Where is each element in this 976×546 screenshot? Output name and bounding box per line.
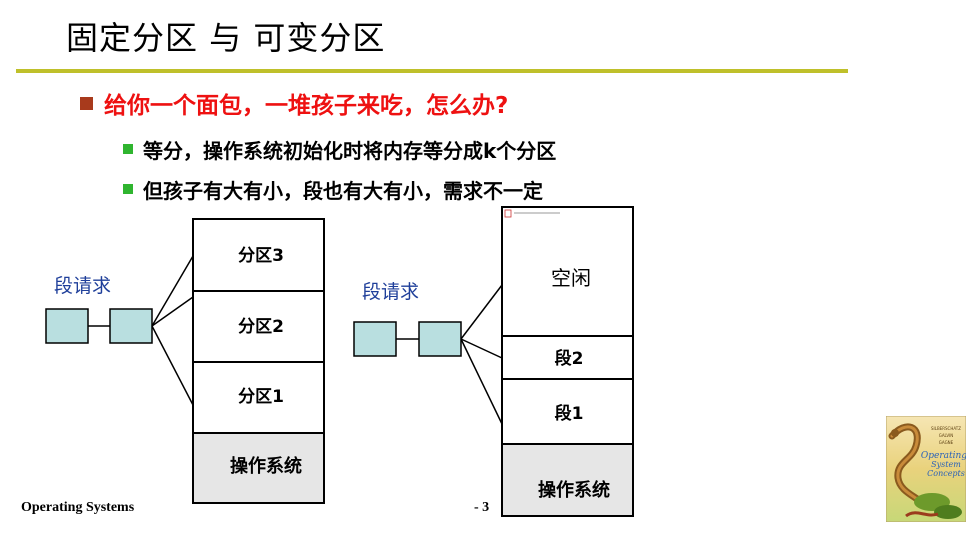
variable-fan-line (461, 339, 502, 358)
variable-segment-1-label: 段1 (555, 403, 584, 424)
variable-segment-2-label: 段2 (555, 348, 584, 369)
variable-request-label: 段请求 (362, 281, 419, 303)
variable-request-box-2 (419, 322, 461, 356)
book-title-3: Concepts (927, 469, 965, 478)
fixed-fan-line (152, 326, 193, 405)
fixed-partition-3-label: 分区3 (238, 246, 284, 266)
fixed-request-box-2 (110, 309, 152, 343)
variable-partition-diagram: 段请求 空闲 段2 段1 操作系统 (354, 207, 633, 516)
book-author-2: GALVIN (939, 433, 954, 438)
variable-fan-line (461, 285, 502, 339)
fixed-os-label: 操作系统 (230, 455, 302, 477)
book-title-2: System (931, 460, 961, 469)
footer-page-number: - 3 (474, 500, 489, 516)
fixed-request-label: 段请求 (54, 275, 111, 297)
fixed-partition-1-label: 分区1 (238, 387, 284, 407)
variable-os-label: 操作系统 (538, 479, 610, 501)
broken-image-icon (505, 210, 511, 217)
fixed-request-box-1 (46, 309, 88, 343)
variable-fan-line (461, 339, 502, 424)
footer-course: Operating Systems (21, 500, 134, 516)
fixed-fan-line (152, 297, 193, 326)
book-author-1: SILBERSCHATZ (931, 426, 961, 431)
variable-free-label: 空闲 (551, 266, 591, 290)
fixed-partition-diagram: 段请求 分区3 分区2 分区1 操作系统 (46, 219, 324, 503)
fixed-fan-line (152, 256, 193, 326)
variable-request-box-1 (354, 322, 396, 356)
book-cover-image: SILBERSCHATZ GALVIN GAGNE Operating Syst… (886, 416, 966, 522)
book-author-3: GAGNE (939, 440, 954, 445)
fixed-partition-2-label: 分区2 (238, 317, 284, 337)
